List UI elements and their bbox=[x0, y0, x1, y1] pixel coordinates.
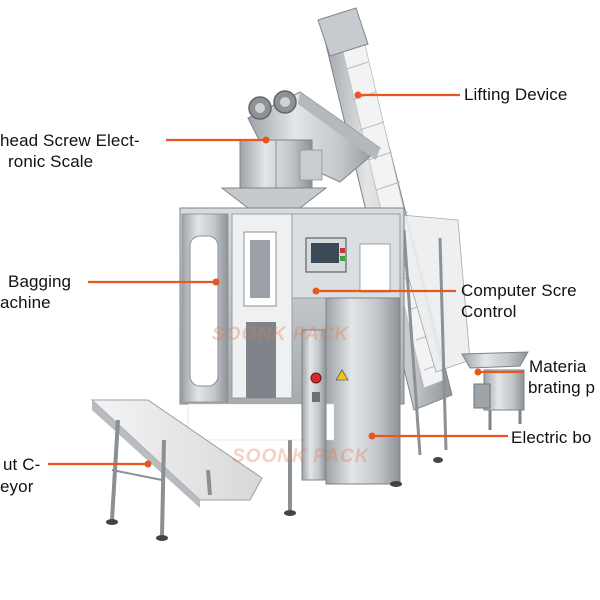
label-lifting-device: Lifting Device bbox=[464, 85, 568, 104]
vibrating-plate bbox=[461, 351, 529, 430]
electronic-scale bbox=[220, 90, 381, 209]
leader-lines bbox=[48, 91, 524, 468]
label-conveyor-line2: eyor bbox=[0, 477, 34, 496]
electric-box bbox=[301, 329, 349, 481]
output-conveyor bbox=[90, 399, 443, 541]
computer-screen bbox=[305, 237, 347, 273]
watermark-upper: SOONK PACK bbox=[212, 324, 350, 345]
label-scale-line2: ronic Scale bbox=[8, 152, 94, 171]
label-vibrating-line1: Materia bbox=[529, 357, 587, 376]
label-vibrating-line2: brating p bbox=[528, 378, 596, 397]
label-screen-line1: Computer Scre bbox=[461, 281, 577, 300]
label-conveyor-line1: ut C- bbox=[3, 455, 41, 474]
watermark-lower: SOONK PACK bbox=[232, 446, 370, 467]
label-screen-line2: Control bbox=[461, 302, 517, 321]
label-electric-box: Electric bo bbox=[511, 428, 592, 447]
label-scale-line1: head Screw Elect- bbox=[0, 131, 140, 150]
label-bagging-line2: achine bbox=[0, 293, 51, 312]
label-bagging-line1: Bagging bbox=[8, 272, 72, 291]
